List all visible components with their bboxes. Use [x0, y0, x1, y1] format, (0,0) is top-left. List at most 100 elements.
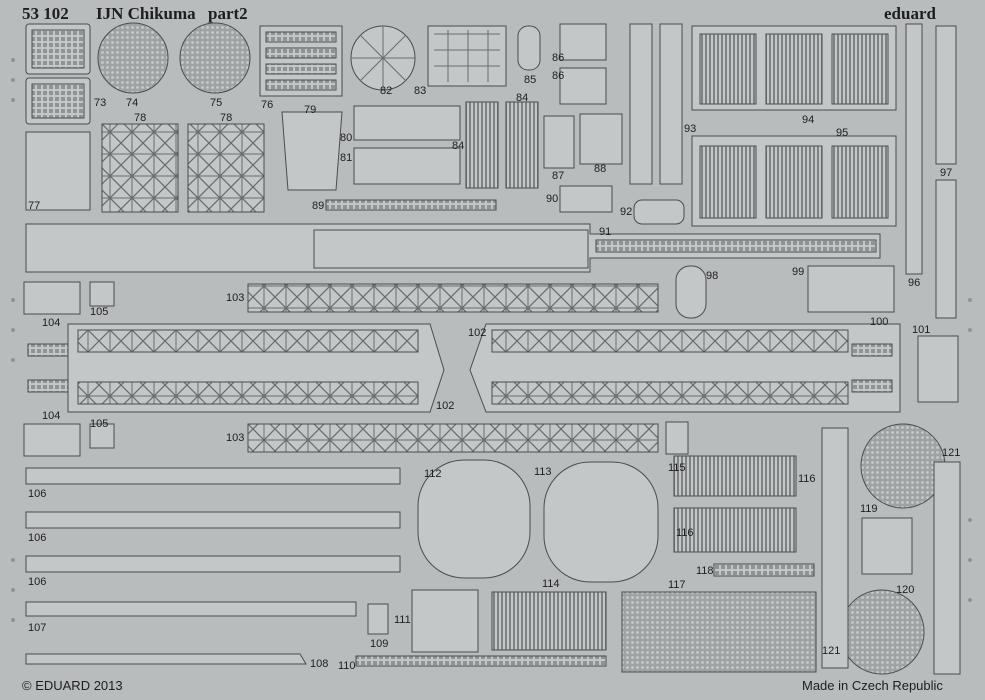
part-label-106-c: 106 — [28, 576, 47, 588]
part-label-96: 96 — [908, 277, 921, 289]
part-label-89: 89 — [312, 200, 325, 212]
part-109 — [367, 603, 389, 635]
part-102-right — [469, 323, 901, 413]
part-label-92: 92 — [620, 206, 633, 218]
part-label-78-b: 78 — [220, 112, 233, 124]
part-79 — [281, 111, 343, 191]
part-label-117: 117 — [668, 579, 686, 591]
part-label-114: 114 — [542, 578, 560, 590]
part-97-rail-b — [935, 179, 957, 319]
part-105-a — [89, 281, 115, 307]
part-label-116-a: 116 — [798, 473, 816, 485]
part-label-78-a: 78 — [134, 112, 147, 124]
part-label-104-a: 104 — [42, 317, 61, 329]
part-103-a — [247, 283, 659, 313]
part-89-strip — [325, 199, 497, 211]
part-86-a — [559, 23, 607, 61]
part-label-119: 119 — [860, 503, 878, 515]
part-102-left — [27, 323, 445, 413]
part-label-120: 120 — [896, 584, 915, 596]
part-label-105-b: 105 — [90, 418, 109, 430]
part-103-b — [247, 423, 659, 453]
part-label-106-a: 106 — [28, 488, 47, 500]
part-label-98: 98 — [706, 270, 719, 282]
part-label-108: 108 — [310, 658, 329, 670]
part-112-frame — [417, 459, 531, 579]
part-84-a — [465, 101, 499, 189]
part-108 — [25, 653, 307, 665]
part-78-a — [101, 123, 179, 213]
sheet-title: IJN Chikuma — [96, 4, 196, 23]
part-label-116-b: 116 — [676, 527, 694, 539]
part-75-hatch — [179, 22, 251, 94]
part-label-102-a: 102 — [468, 327, 487, 339]
part-113-frame — [543, 461, 659, 583]
part-117-grate — [621, 591, 817, 673]
part-98 — [675, 265, 707, 319]
part-label-99: 99 — [792, 266, 805, 278]
part-label-107: 107 — [28, 622, 47, 634]
part-label-79: 79 — [304, 104, 317, 116]
part-label-93: 93 — [684, 123, 697, 135]
part-label-100: 100 — [870, 316, 889, 328]
part-121-disc-bottom — [839, 589, 925, 675]
part-label-118: 118 — [696, 565, 714, 577]
copyright: © EDUARD 2013 — [22, 678, 123, 693]
part-label-113: 113 — [534, 466, 552, 478]
part-label-102-b: 102 — [436, 400, 455, 412]
part-78-b — [187, 123, 265, 213]
part-101 — [917, 335, 959, 403]
part-label-83: 83 — [414, 85, 427, 97]
part-label-121-a: 121 — [942, 447, 961, 459]
part-label-97: 97 — [940, 167, 953, 179]
edge-holes — [11, 58, 972, 622]
part-label-101: 101 — [912, 324, 931, 336]
part-88 — [579, 113, 623, 165]
part-104-b — [23, 423, 81, 457]
part-label-115: 115 — [668, 462, 686, 474]
sheet-code: 53 102 — [22, 4, 69, 23]
part-label-88: 88 — [594, 163, 607, 175]
part-92 — [633, 199, 685, 225]
part-118-strip — [713, 563, 815, 577]
part-label-105-a: 105 — [90, 306, 109, 318]
part-label-121-b: 121 — [822, 645, 841, 657]
part-95-panels — [691, 135, 897, 227]
part-111 — [411, 589, 479, 653]
part-label-87: 87 — [552, 170, 565, 182]
part-85 — [517, 25, 541, 71]
part-77 — [25, 131, 91, 211]
part-label-81: 81 — [340, 152, 353, 164]
part-label-111: 111 — [394, 614, 411, 626]
part-label-90: 90 — [546, 193, 559, 205]
part-107 — [25, 601, 357, 617]
part-label-76: 76 — [261, 99, 274, 111]
part-label-103-a: 103 — [226, 292, 245, 304]
part-label-91: 91 — [599, 226, 612, 238]
part-97-rail-a — [935, 25, 957, 165]
part-label-109: 109 — [370, 638, 389, 650]
part-73-grille — [25, 23, 91, 125]
part-80 — [353, 105, 461, 141]
part-label-86-a: 86 — [552, 52, 565, 64]
part-93-ladder — [629, 23, 683, 185]
part-label-84-a: 84 — [452, 140, 465, 152]
part-96-rail — [905, 23, 923, 275]
part-90 — [559, 185, 613, 213]
part-83-frames — [427, 25, 507, 87]
part-86-b — [559, 67, 607, 105]
part-label-75: 75 — [210, 97, 223, 109]
part-label-95: 95 — [836, 127, 849, 139]
part-label-74: 74 — [126, 97, 139, 109]
part-94-panels — [691, 25, 897, 111]
part-label-86-b: 86 — [552, 70, 565, 82]
part-label-110: 110 — [338, 660, 356, 672]
part-99-100-frame — [807, 265, 895, 313]
part-label-112: 112 — [424, 468, 442, 480]
part-label-85: 85 — [524, 74, 537, 86]
part-121-arm-right — [933, 461, 961, 675]
part-119-120 — [861, 517, 913, 575]
part-104-a — [23, 281, 81, 315]
part-106-b — [25, 511, 401, 529]
